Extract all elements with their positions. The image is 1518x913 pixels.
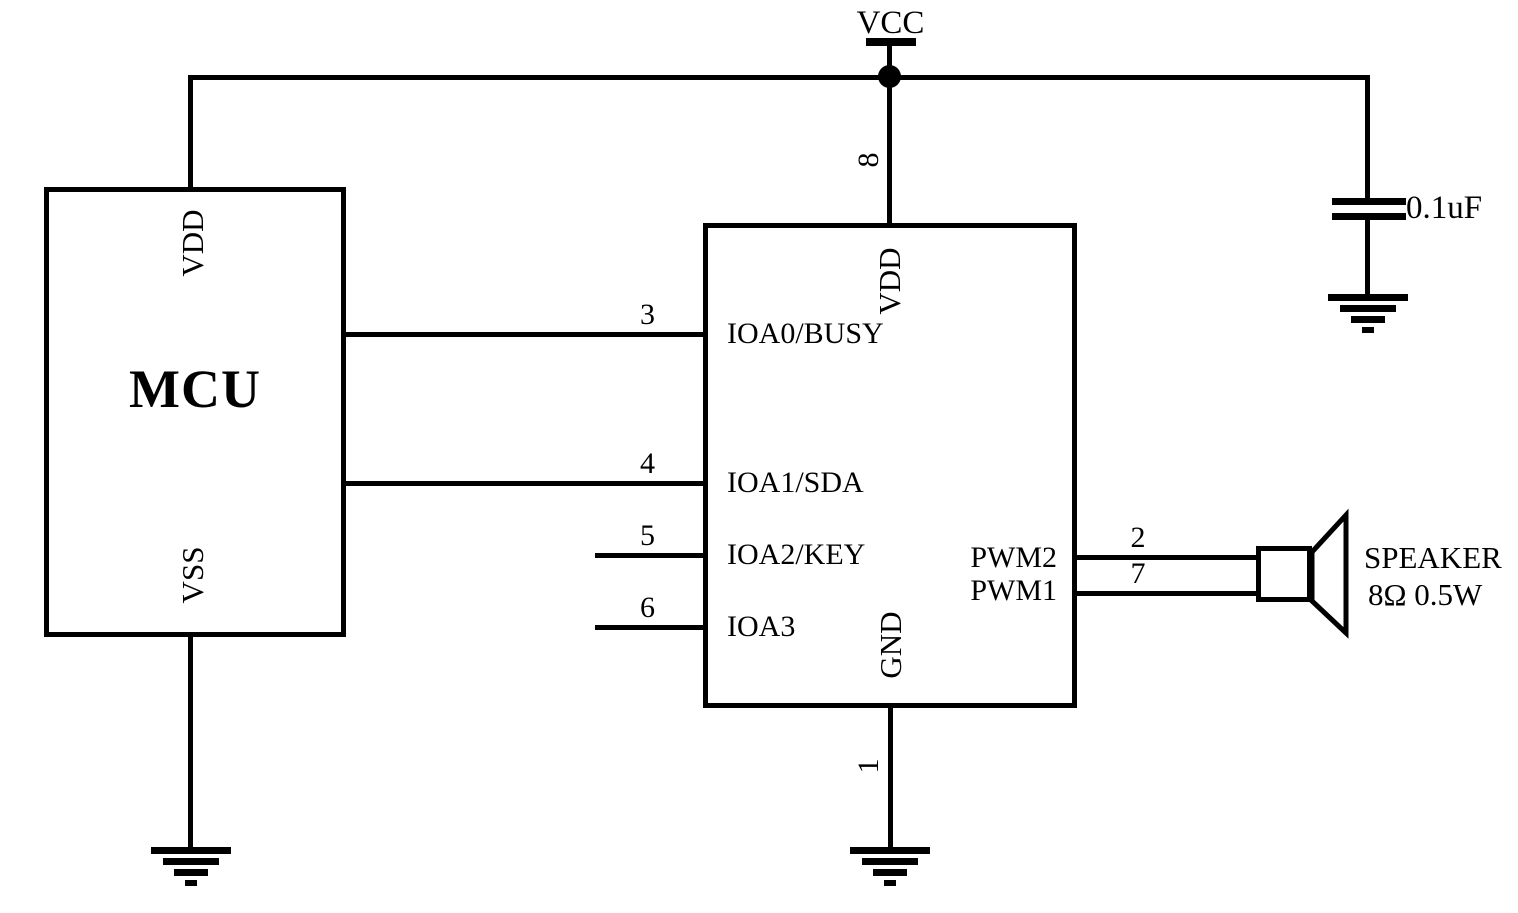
wire-pwm1: [1075, 591, 1263, 596]
speaker-box-icon: [1256, 546, 1312, 602]
wire-pin4: [344, 481, 707, 486]
wire-pin5: [595, 553, 707, 558]
wire-vcc-rail: [188, 75, 1370, 80]
capacitor-value: 0.1uF: [1406, 190, 1483, 226]
chip-pin5-number: 5: [640, 519, 655, 552]
wire-mcu-vss: [188, 633, 193, 850]
wire-mcu-vdd: [188, 75, 193, 191]
speaker-spec: 8Ω 0.5W: [1368, 577, 1483, 612]
wire-chip-gnd: [888, 706, 893, 850]
wire-pin6: [595, 625, 707, 630]
chip-pin-ioa1-label: IOA1/SDA: [727, 466, 864, 499]
capacitor-plate-top-icon: [1332, 198, 1406, 205]
ground-symbol-chip-icon: [850, 847, 930, 889]
mcu-box: [44, 187, 346, 637]
chip-pin-pwm2-label: PWM2: [970, 541, 1057, 574]
wire-pin3: [344, 332, 707, 337]
mcu-title: MCU: [129, 359, 261, 419]
chip-pin-vdd-label: VDD: [871, 247, 907, 315]
wire-chip-vdd: [887, 42, 892, 228]
chip-pin8-number: 8: [851, 152, 885, 168]
speaker-name: SPEAKER: [1364, 540, 1502, 575]
chip-pin-ioa2-label: IOA2/KEY: [727, 538, 866, 571]
chip-pin6-number: 6: [640, 591, 655, 624]
chip-pin-pwm1-label: PWM1: [970, 574, 1057, 607]
chip-pin7-number: 7: [1130, 557, 1146, 590]
capacitor-plate-bottom-icon: [1332, 213, 1406, 220]
vcc-bar-icon: [866, 38, 916, 46]
speaker-horn-icon: [1309, 508, 1349, 639]
wire-pwm2: [1075, 555, 1263, 560]
ground-symbol-cap-icon: [1328, 294, 1408, 336]
wire-cap-bottom: [1365, 220, 1370, 297]
mcu-pin-vdd-label: VDD: [174, 209, 210, 277]
chip-pin3-number: 3: [640, 298, 655, 331]
chip-pin2-number: 2: [1130, 521, 1146, 554]
chip-pin-ioa3-label: IOA3: [727, 610, 796, 643]
chip-box: [703, 223, 1077, 708]
chip-pin4-number: 4: [640, 447, 655, 480]
mcu-pin-vss-label: VSS: [174, 546, 210, 604]
ground-symbol-mcu-icon: [151, 847, 231, 889]
wire-cap-top: [1365, 75, 1370, 200]
chip-pin1-number: 1: [851, 758, 885, 774]
chip-pin-gnd-label: GND: [872, 611, 908, 679]
chip-pin-ioa0-label: IOA0/BUSY: [727, 317, 884, 350]
junction-dot-icon: [878, 65, 901, 88]
vcc-label: VCC: [856, 5, 925, 41]
